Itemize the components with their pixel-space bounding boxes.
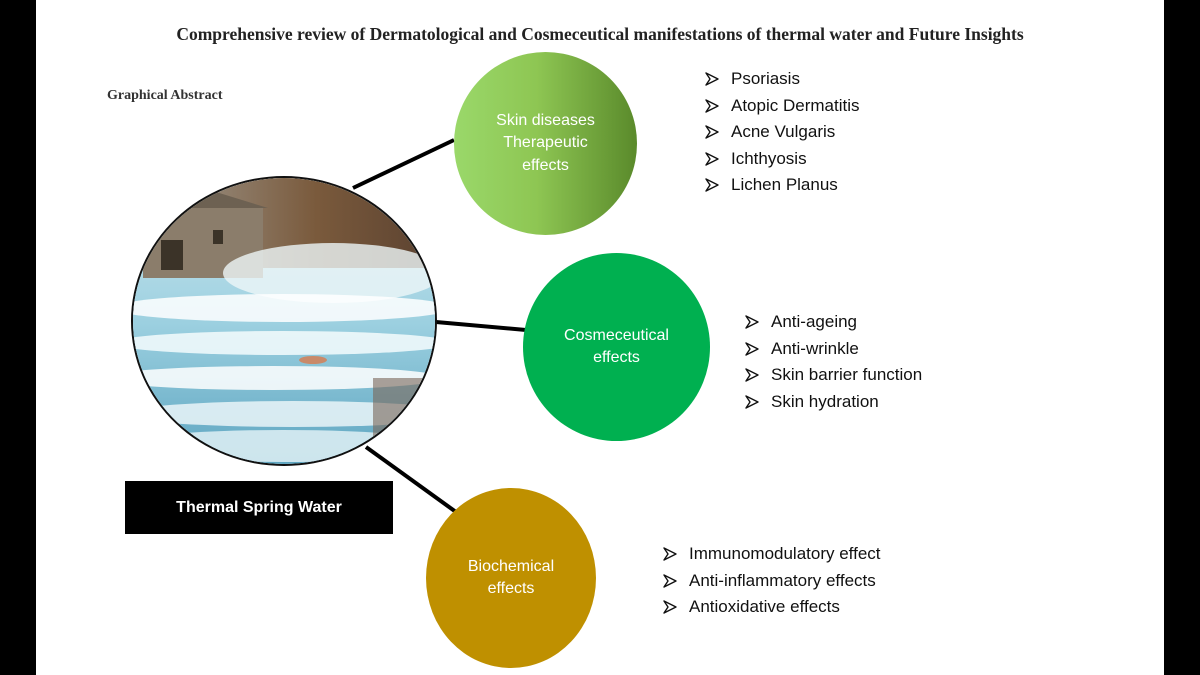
slide: Comprehensive review of Dermatological a… [36,0,1164,675]
bubble-cosmeceutical-line-1: Cosmeceutical [564,326,669,344]
list-item: Acne Vulgaris [705,119,859,146]
bubble-biochemical: Biochemical effects [426,488,596,668]
arrow-bullet-icon [705,125,719,139]
list-item-text: Acne Vulgaris [731,122,836,142]
list-item-text: Lichen Planus [731,175,838,195]
connector-skin-diseases [352,138,455,190]
list-item: Anti-ageing [745,309,922,336]
graphical-abstract-label: Graphical Abstract [107,88,223,103]
list-item: Psoriasis [705,66,859,93]
connector-lines [352,138,527,514]
list-item-text: Antioxidative effects [689,597,840,617]
list-item-text: Immunomodulatory effect [689,544,881,564]
bubble-skin-diseases-line-2: Therapeutic [503,134,588,152]
arrow-bullet-icon [705,178,719,192]
list-item: Skin barrier function [745,362,922,389]
list-item-text: Anti-wrinkle [771,338,859,358]
list-item: Ichthyosis [705,146,859,173]
arrow-bullet-icon [663,547,677,561]
arrow-bullet-icon [705,72,719,86]
bubble-biochemical-line-2: effects [487,580,535,597]
bubble-cosmeceutical-line-2: effects [593,349,640,366]
list-item: Anti-wrinkle [745,336,922,363]
arrow-bullet-icon [705,152,719,166]
arrow-bullet-icon [745,395,759,409]
list-item-text: Anti-inflammatory effects [689,570,876,590]
connector-cosmeceutical [435,320,527,332]
list-item: Skin hydration [745,389,922,416]
list-item-text: Anti-ageing [771,312,858,332]
list-item-text: Ichthyosis [731,148,807,168]
page-title: Comprehensive review of Dermatological a… [176,24,1024,44]
biochemical-list: Immunomodulatory effect Anti-inflammator… [663,541,881,621]
list-item: Lichen Planus [705,172,859,199]
bubble-skin-diseases-line-1: Skin diseases [496,111,595,129]
list-item-text: Skin barrier function [771,365,923,385]
list-item-text: Atopic Dermatitis [731,95,860,115]
bubble-biochemical-line-1: Biochemical [467,557,555,575]
bubble-skin-diseases-line-3: effects [522,156,569,174]
cosmeceutical-list: Anti-ageing Anti-wrinkle Skin barrier fu… [745,309,922,415]
bubble-skin-diseases: Skin diseases Therapeutic effects [454,52,637,235]
thermal-spring-photo [131,176,437,466]
arrow-bullet-icon [663,574,677,588]
arrow-bullet-icon [745,368,759,382]
skin-diseases-list: Psoriasis Atopic Dermatitis Acne Vulgari… [705,66,859,199]
connector-biochemical [364,445,458,514]
arrow-bullet-icon [745,315,759,329]
bubble-cosmeceutical: Cosmeceutical effects [523,253,710,441]
arrow-bullet-icon [705,99,719,113]
arrow-bullet-icon [663,600,677,614]
list-item: Anti-inflammatory effects [663,568,881,595]
list-item: Antioxidative effects [663,594,881,621]
arrow-bullet-icon [745,342,759,356]
thermal-spring-illustration [133,178,435,464]
list-item: Atopic Dermatitis [705,93,859,120]
list-item-text: Skin hydration [771,391,879,411]
list-item: Immunomodulatory effect [663,541,881,568]
thermal-spring-water-label: Thermal Spring Water [125,481,393,534]
list-item-text: Psoriasis [731,69,800,89]
